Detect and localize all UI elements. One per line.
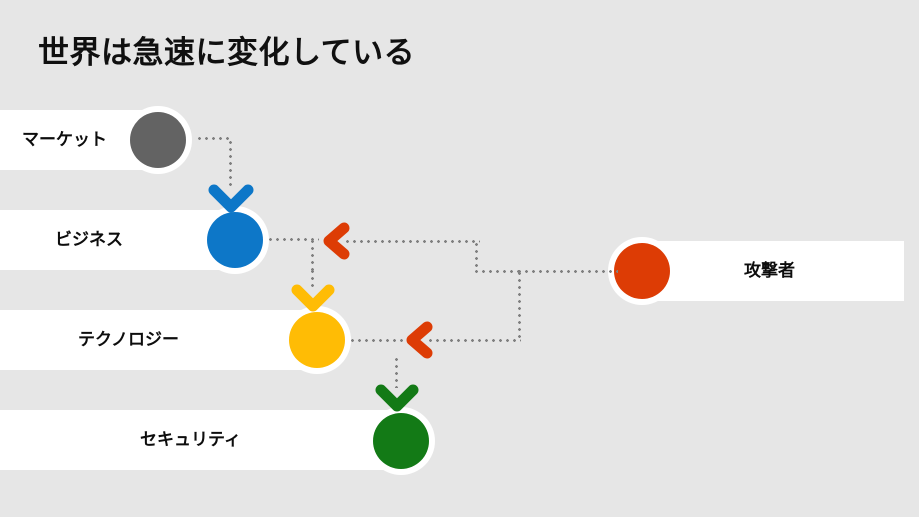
- connector-business-out-vertical: [311, 238, 314, 272]
- row-technology[interactable]: [0, 310, 346, 370]
- arrowhead-technology-to-security-icon: [375, 384, 419, 412]
- row-label-attacker: 攻撃者: [744, 261, 795, 280]
- connector-attacker-trunk-down: [518, 270, 521, 340]
- page-title: 世界は急速に変化している: [38, 35, 416, 70]
- arrowhead-market-to-business-icon: [208, 184, 254, 213]
- arrowhead-attacker-to-technology-icon: [406, 321, 433, 359]
- row-label-market: マーケット: [22, 130, 107, 149]
- connector-business-to-technology-vertical: [311, 268, 314, 290]
- arrowhead-attacker-to-business-icon: [323, 222, 350, 260]
- connector-market-to-business-horizontal: [196, 137, 232, 140]
- connector-attacker-to-technology-horizontal: [427, 339, 521, 342]
- connector-attacker-trunk-horizontal: [516, 270, 618, 273]
- row-label-business: ビジネス: [55, 230, 123, 249]
- row-label-technology: テクノロジー: [78, 330, 179, 349]
- row-label-security: セキュリティ: [140, 430, 241, 449]
- connector-market-to-business-vertical: [229, 139, 232, 187]
- node-business[interactable]: [207, 212, 263, 268]
- connector-technology-out-horizontal: [349, 339, 404, 342]
- arrowhead-business-to-technology-icon: [291, 284, 335, 312]
- connector-attacker-trunk-up: [475, 241, 478, 272]
- node-security[interactable]: [373, 413, 429, 469]
- connector-attacker-trunk-jog: [473, 270, 521, 273]
- connector-technology-to-security-vertical: [395, 356, 398, 388]
- node-attacker[interactable]: [614, 243, 670, 299]
- connector-business-out-horizontal: [267, 238, 319, 241]
- node-market[interactable]: [130, 112, 186, 168]
- row-security[interactable]: [0, 410, 430, 470]
- connector-attacker-to-business-horizontal: [344, 240, 480, 243]
- node-technology[interactable]: [289, 312, 345, 368]
